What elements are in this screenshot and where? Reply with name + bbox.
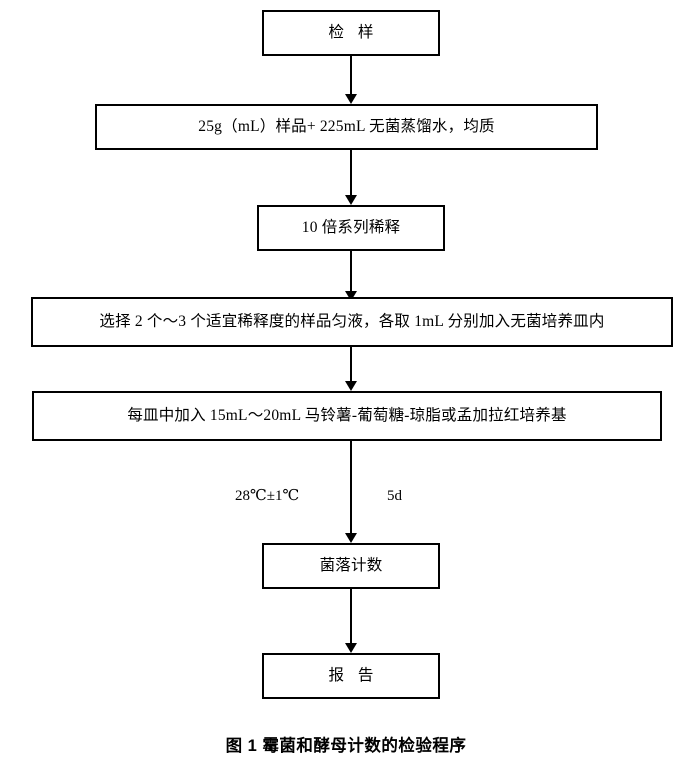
- flow-node-homogenize: 25g（mL）样品+ 225mL 无菌蒸馏水，均质: [95, 104, 598, 150]
- connector-line: [350, 251, 352, 293]
- connector-line: [350, 56, 352, 96]
- flow-node-report: 报 告: [262, 653, 440, 699]
- connector-line: [350, 441, 352, 535]
- flow-node-counting-label: 菌落计数: [319, 556, 383, 574]
- flow-node-medium-label: 每皿中加入 15mL～20mL 马铃薯-葡萄糖-琼脂或孟加拉红培养基: [127, 406, 567, 424]
- arrowhead-icon: [345, 533, 357, 543]
- flow-node-homogenize-label: 25g（mL）样品+ 225mL 无菌蒸馏水，均质: [198, 117, 495, 135]
- connector-line: [350, 150, 352, 197]
- flow-node-plating-label: 选择 2 个～3 个适宜稀释度的样品匀液，各取 1mL 分别加入无菌培养皿内: [99, 312, 605, 330]
- arrowhead-icon: [345, 643, 357, 653]
- edge-label-incubation-time: 5d: [387, 488, 402, 504]
- flow-node-dilution: 10 倍系列稀释: [257, 205, 445, 251]
- arrowhead-icon: [345, 94, 357, 104]
- flow-node-plating: 选择 2 个～3 个适宜稀释度的样品匀液，各取 1mL 分别加入无菌培养皿内: [31, 297, 673, 347]
- arrowhead-icon: [345, 381, 357, 391]
- flow-node-medium: 每皿中加入 15mL～20mL 马铃薯-葡萄糖-琼脂或孟加拉红培养基: [32, 391, 662, 441]
- flow-node-counting: 菌落计数: [262, 543, 440, 589]
- arrowhead-icon: [345, 291, 357, 301]
- flow-node-sample-label: 检 样: [328, 23, 379, 41]
- edge-label-incubation-temperature: 28℃±1℃: [235, 488, 300, 504]
- flow-node-report-label: 报 告: [328, 666, 379, 684]
- arrowhead-icon: [345, 195, 357, 205]
- figure-caption: 图 1 霉菌和酵母计数的检验程序: [225, 737, 467, 755]
- flow-node-sample: 检 样: [262, 10, 440, 56]
- flow-node-dilution-label: 10 倍系列稀释: [301, 218, 401, 236]
- connector-line: [350, 347, 352, 383]
- connector-line: [350, 589, 352, 645]
